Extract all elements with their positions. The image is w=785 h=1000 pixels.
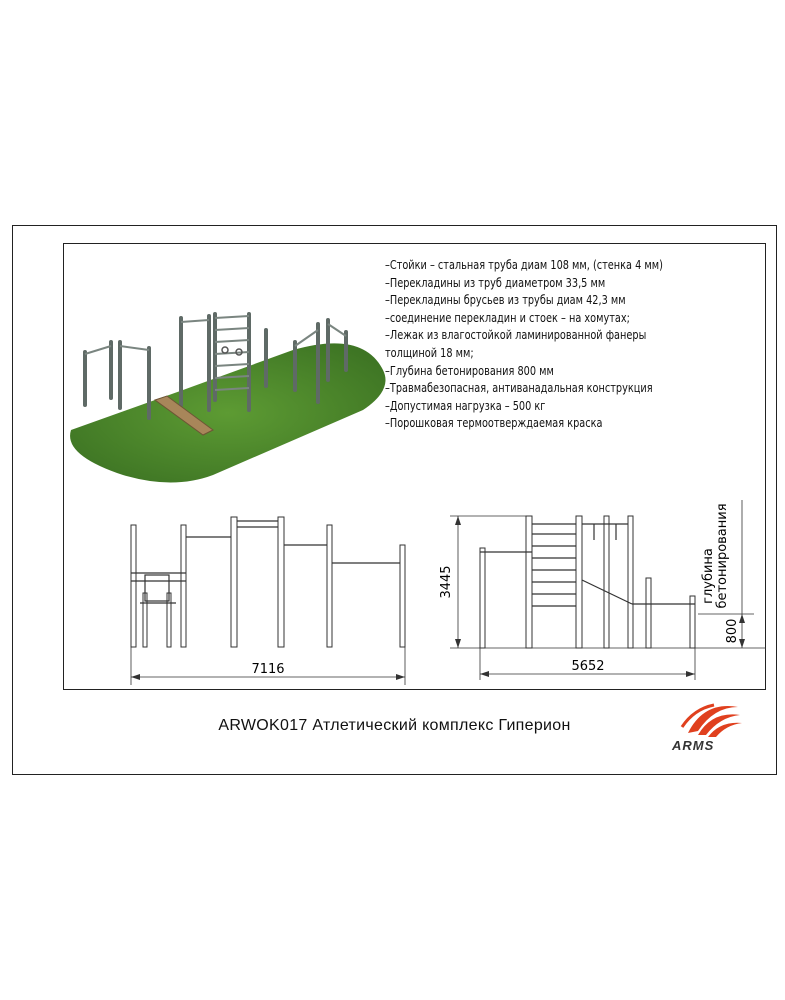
logo-wordmark: ARMS (672, 738, 715, 753)
grass-base (70, 343, 386, 483)
side-width-label: 5652 (571, 659, 604, 674)
complex-render (70, 312, 386, 483)
product-title: ARWOK017 Атлетический комплекс Гиперион (218, 717, 571, 734)
spec-line: –Травмабезопасная, антиванадальная конст… (385, 380, 653, 396)
front-elevation: 7116 (130, 516, 406, 685)
spec-line: –Перекладины брусьев из трубы диам 42,3 … (385, 292, 626, 308)
specifications-list: –Стойки – стальная труба диам 108 мм, (с… (385, 256, 712, 432)
drawing-inner-frame (63, 243, 766, 690)
title-block: ARWOK017 Атлетический комплекс Гиперион (12, 690, 777, 775)
arms-logo-icon (680, 703, 742, 737)
front-width-label: 7116 (251, 662, 284, 677)
depth-caption-line2: бетонирования (715, 503, 730, 608)
spec-line: –Порошковая термоотверждаемая краска (385, 415, 603, 431)
bench (153, 395, 214, 436)
ring (221, 346, 229, 354)
drawing-sheet-frame (12, 225, 777, 775)
spec-line: –Допустимая нагрузка – 500 кг (385, 397, 546, 413)
depth-label: 800 (725, 619, 740, 644)
side-elevation: 3445 5652 800 глубина бетонирования (439, 500, 766, 680)
spec-line: –Стойки – стальная труба диам 108 мм, (с… (385, 257, 663, 272)
spec-line: –Глубина бетонирования 800 мм (385, 362, 554, 378)
spec-line: –соединение перекладин и стоек – на хому… (385, 309, 630, 325)
spec-line: толщиной 18 мм; (385, 344, 474, 360)
spec-line: –Перекладины из труб диаметром 33,5 мм (385, 274, 606, 290)
posts (83, 312, 348, 420)
spec-line: –Лежак из влагостойкой ламинированной фа… (385, 327, 647, 343)
height-label: 3445 (439, 565, 454, 598)
ring (235, 348, 243, 356)
depth-caption-line1: глубина (701, 548, 716, 604)
bars (84, 315, 347, 391)
